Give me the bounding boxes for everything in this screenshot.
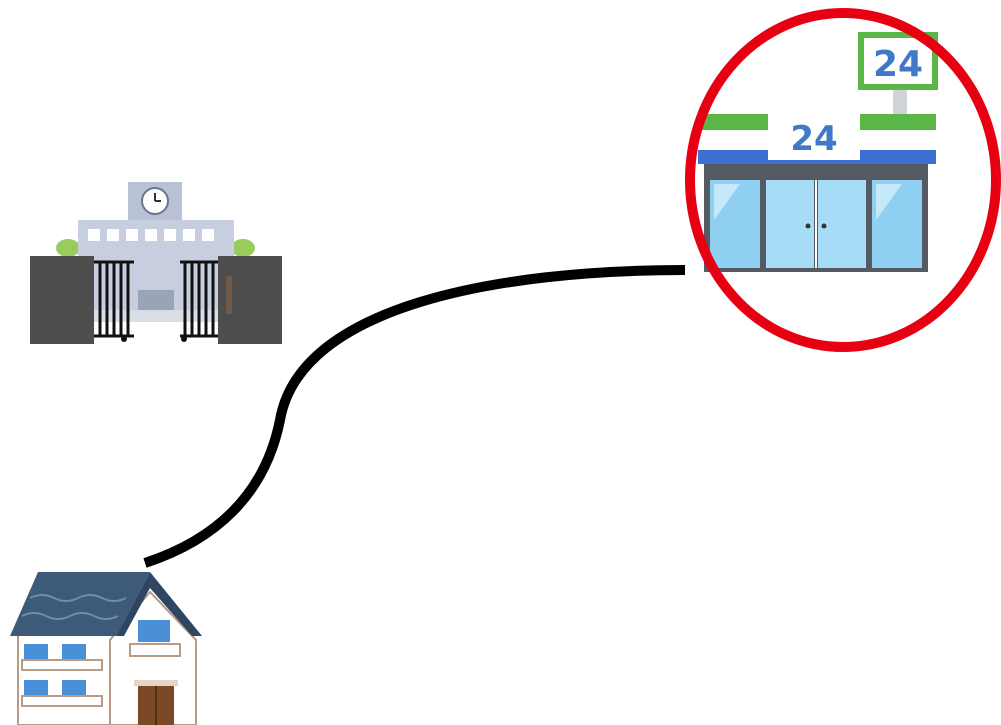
school-building-icon (30, 182, 282, 344)
house-icon (10, 572, 202, 725)
fascia-sign-text: 24 (790, 119, 837, 159)
pole-sign-text: 24 (873, 44, 923, 85)
